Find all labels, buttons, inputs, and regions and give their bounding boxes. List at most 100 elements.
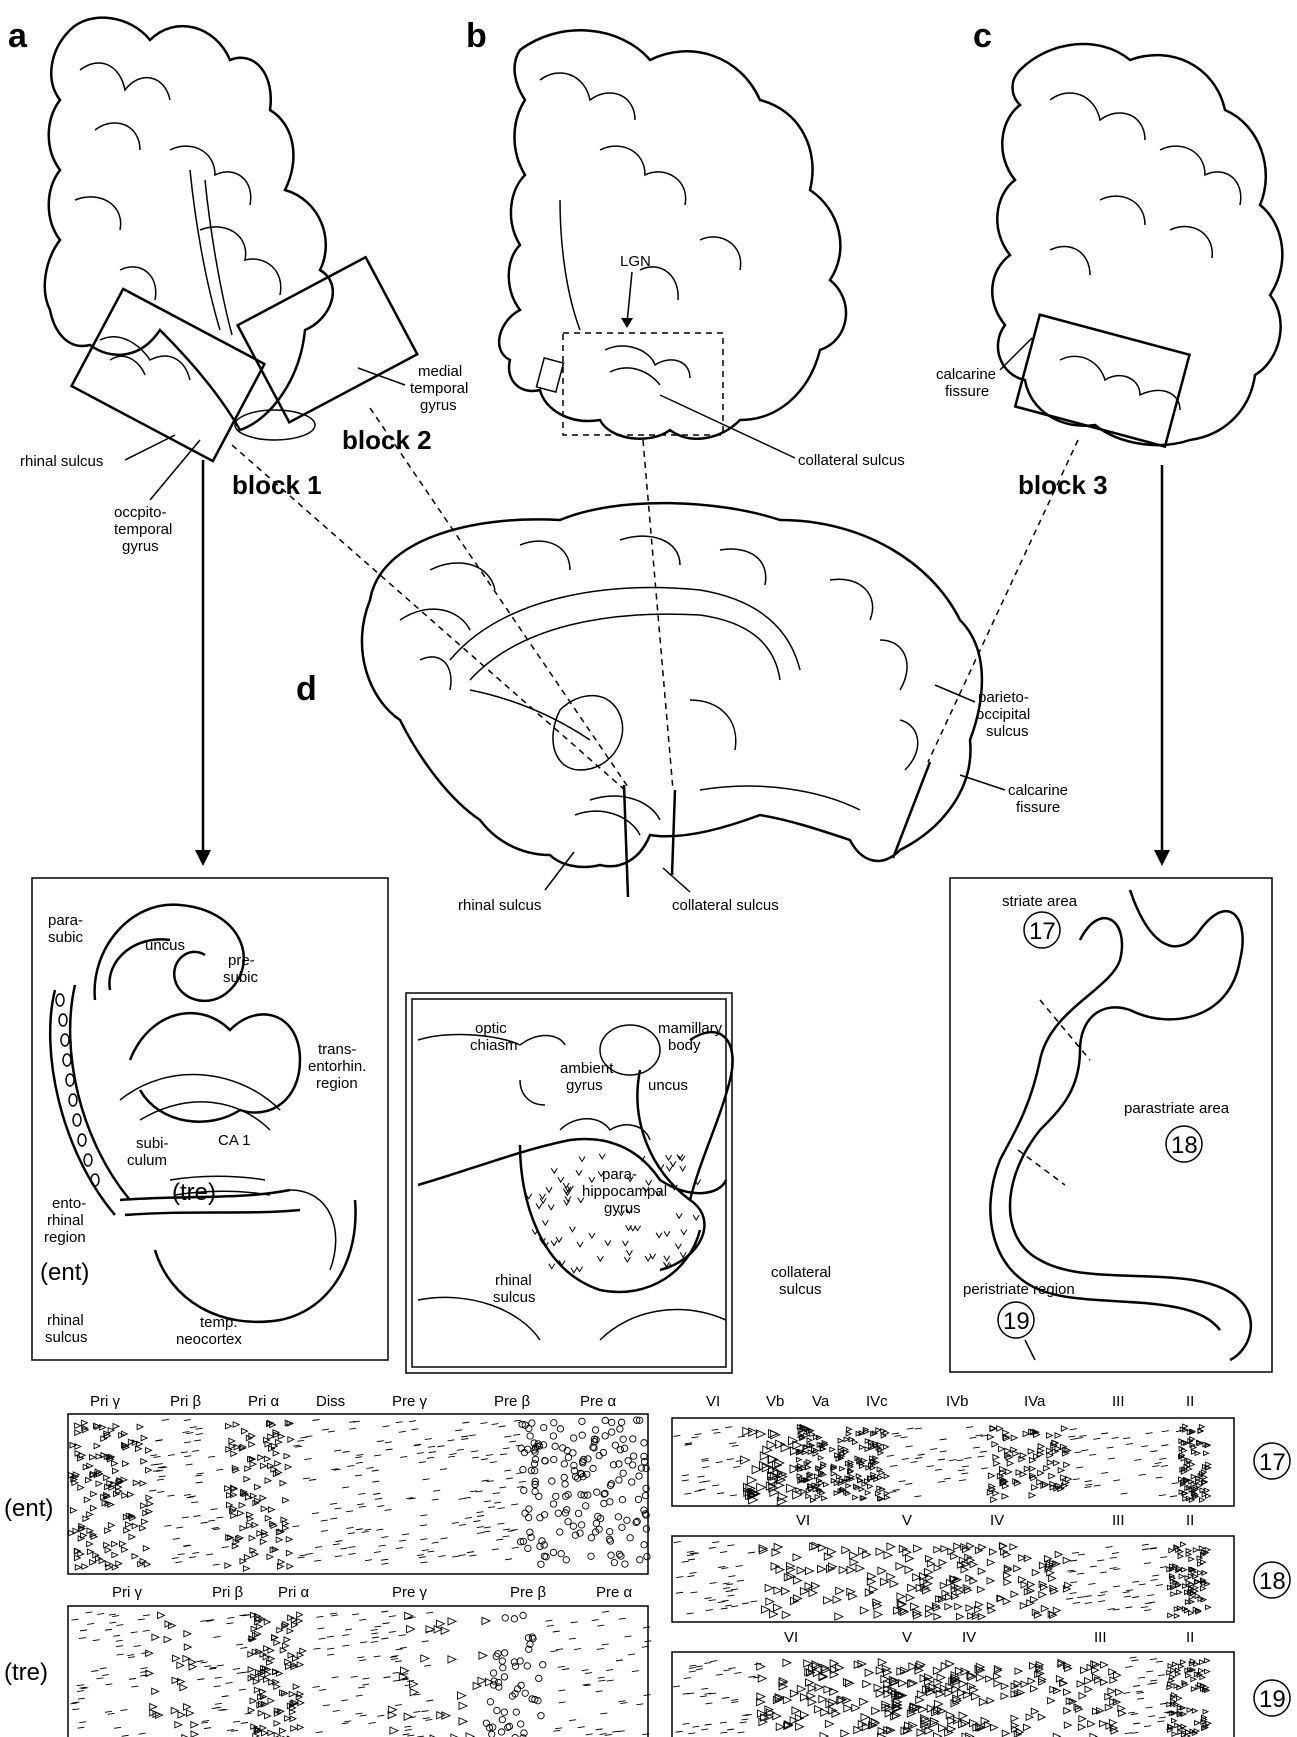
neuron-mark (954, 1543, 961, 1549)
neuron-mark (806, 1494, 811, 1499)
neuron-mark (705, 1703, 712, 1704)
neuron-mark (222, 1696, 229, 1697)
neuron-mark (399, 1431, 406, 1432)
neuron-mark (775, 1694, 783, 1701)
neuron-mark (429, 1452, 436, 1453)
neuron-mark (204, 1666, 211, 1667)
neuron-mark (571, 1622, 578, 1623)
neuron-mark (1053, 1460, 1059, 1465)
strip-18-number: 18 (1259, 1568, 1286, 1595)
neuron-mark (836, 1587, 844, 1594)
neuron-mark (321, 1520, 328, 1521)
neuron-mark (248, 1708, 254, 1713)
neuron-mark (112, 1552, 118, 1557)
neuron-mark (330, 1518, 337, 1519)
neuron-mark (596, 1691, 603, 1692)
neuron-mark (108, 1713, 115, 1714)
neuron-mark (1178, 1554, 1183, 1559)
neuron-mark (252, 1552, 258, 1557)
neuron-mark (690, 1592, 697, 1593)
neuron-mark (1131, 1660, 1138, 1661)
neuron-mark (1011, 1715, 1018, 1721)
neuron-mark (422, 1550, 429, 1551)
neuron-mark (636, 1704, 643, 1705)
neuron-mark (938, 1459, 945, 1460)
neuron-mark (461, 1436, 468, 1437)
neuron-mark (109, 1622, 116, 1623)
neuron-mark (783, 1659, 791, 1666)
neuron-mark (555, 1510, 561, 1516)
neuron-mark (146, 1670, 153, 1676)
neuron-mark (448, 1618, 456, 1625)
neuron-mark (359, 1506, 366, 1507)
neuron-mark (1001, 1693, 1008, 1699)
neuron-mark (240, 1647, 247, 1648)
neuron-mark (90, 1505, 96, 1510)
neuron-mark (908, 1584, 916, 1591)
neuron-mark (722, 1600, 729, 1601)
neuron-mark (748, 1676, 755, 1677)
neuron-mark (331, 1615, 338, 1616)
neuron-mark (100, 1668, 107, 1669)
neuron-mark (314, 1648, 321, 1649)
neuron-mark (1147, 1683, 1154, 1684)
neuron-mark (268, 1698, 274, 1703)
neuron-mark (483, 1531, 490, 1532)
neuron-mark (1061, 1426, 1067, 1431)
neuron-mark (793, 1577, 801, 1584)
neuron-mark (343, 1451, 350, 1452)
neuron-mark (935, 1469, 942, 1470)
neuron-mark (335, 1541, 342, 1542)
occipito-label-3: gyrus (122, 538, 159, 555)
neuron-mark (1004, 1579, 1011, 1585)
tre-header: Pre γ (392, 1584, 428, 1601)
neuron-mark (134, 1646, 141, 1647)
neuron-mark (980, 1451, 987, 1452)
neuron-mark (688, 1733, 695, 1734)
neuron-mark (876, 1491, 881, 1496)
neuron-mark (617, 1447, 623, 1453)
a19-header: II (1186, 1629, 1194, 1646)
neuron-mark (890, 1465, 897, 1466)
rhinal-sulcus-pointer-a (125, 435, 175, 460)
neuron-mark (99, 1558, 105, 1563)
neuron-mark (1110, 1568, 1117, 1569)
a17-header: IVb (946, 1393, 969, 1410)
neuron-mark (459, 1702, 467, 1709)
neuron-mark (305, 1436, 312, 1437)
neuron-mark (930, 1449, 937, 1450)
neuron-mark (630, 1462, 636, 1468)
neuron-mark (1158, 1675, 1165, 1676)
neuron-mark (758, 1675, 766, 1682)
neuron-mark (77, 1691, 84, 1692)
neuron-mark (600, 1713, 607, 1714)
neuron-mark (1006, 1469, 1012, 1474)
neuron-mark (563, 1557, 569, 1563)
neuron-mark (1076, 1467, 1083, 1468)
neuron-mark (1021, 1681, 1028, 1687)
neuron-mark (1204, 1451, 1209, 1456)
neuron-mark (374, 1626, 381, 1627)
neuron-mark (146, 1467, 152, 1472)
neuron-mark (117, 1654, 124, 1655)
neuron-mark (316, 1732, 323, 1733)
neuron-mark (233, 1422, 239, 1427)
neuron-mark (909, 1722, 917, 1729)
neuron-mark (987, 1559, 994, 1565)
neuron-mark (522, 1510, 528, 1516)
area19-strip-cells (673, 1657, 1211, 1737)
neuron-mark (356, 1713, 363, 1714)
neuron-mark (796, 1488, 801, 1493)
neuron-mark (388, 1711, 396, 1718)
neuron-mark (298, 1557, 305, 1558)
neuron-mark (212, 1708, 219, 1709)
neuron-mark (1084, 1487, 1091, 1488)
neuron-mark (964, 1458, 971, 1459)
neuron-mark (362, 1684, 369, 1685)
neuron-mark (1121, 1493, 1128, 1494)
neuron-mark (727, 1545, 734, 1546)
neuron-mark (1156, 1585, 1163, 1586)
neuron-mark (399, 1540, 406, 1541)
neuron-mark (701, 1729, 708, 1730)
neuron-mark (565, 1518, 571, 1524)
